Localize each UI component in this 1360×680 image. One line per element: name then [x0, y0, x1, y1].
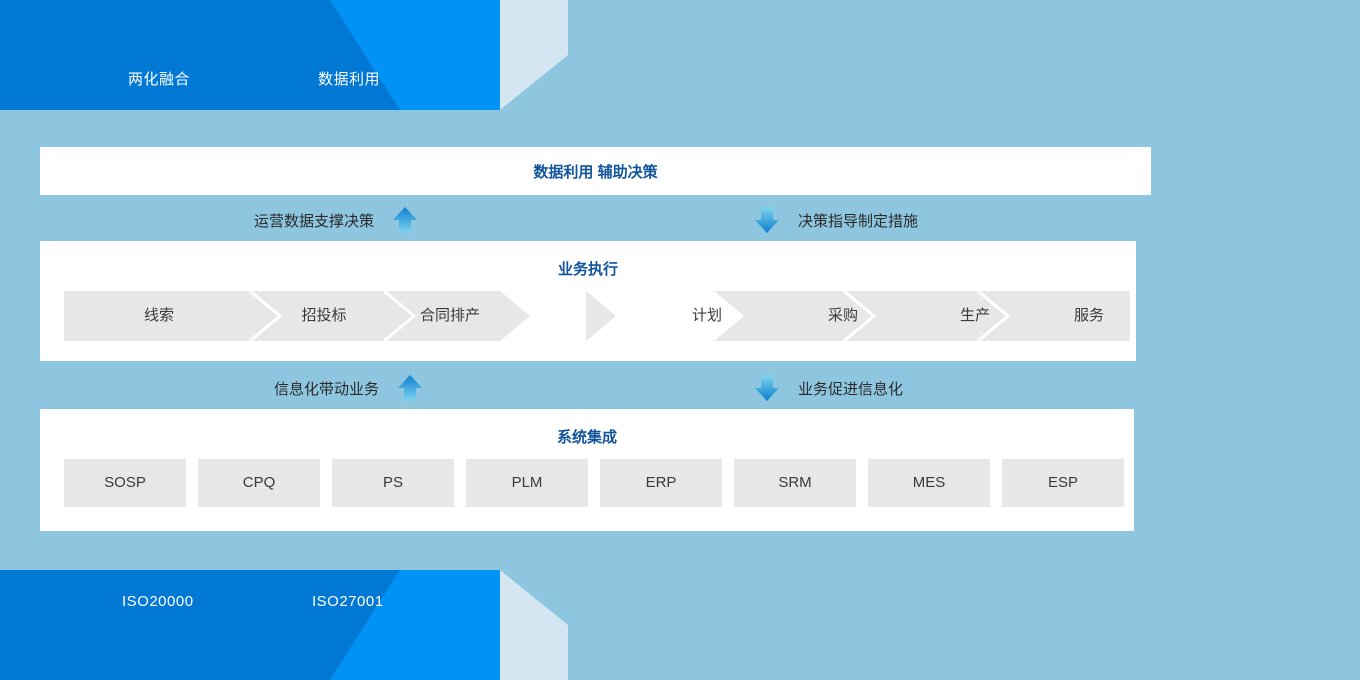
- business-right-process: 计划 采购 生产 服务: [586, 291, 1130, 341]
- business-left-step-2[interactable]: 合同排产: [419, 307, 480, 324]
- business-right-step-0[interactable]: 计划: [691, 307, 722, 324]
- arrow-down-icon: [755, 375, 779, 401]
- business-left-step-1[interactable]: 招投标: [301, 307, 347, 324]
- process-separator: [383, 291, 417, 341]
- connector-right-down-2: 业务促进信息化: [750, 365, 903, 411]
- process-lead-tip: [586, 291, 616, 341]
- system-box-ps[interactable]: PS: [332, 459, 454, 507]
- system-box-erp[interactable]: ERP: [600, 459, 722, 507]
- bottom-banner-label-0: ISO20000: [122, 593, 194, 610]
- bottom-banner-shape-1: [0, 570, 400, 680]
- business-right-step-3[interactable]: 服务: [1073, 307, 1104, 324]
- business-right-step-2[interactable]: 生产: [959, 307, 990, 324]
- process-separator: [843, 291, 877, 341]
- business-panel-title: 业务执行: [557, 261, 618, 278]
- business-left-process: 线索 招投标 合同排产: [64, 291, 530, 341]
- connector-right-down: 决策指导制定措施: [750, 197, 918, 243]
- process-band-right: [714, 291, 1130, 341]
- system-box-plm[interactable]: PLM: [466, 459, 588, 507]
- system-box-cpq[interactable]: CPQ: [198, 459, 320, 507]
- bottom-banner: ISO20000 ISO27001: [0, 566, 1360, 680]
- decision-panel-title: 数据利用 辅助决策: [533, 164, 658, 181]
- system-box-sosp[interactable]: SOSP: [64, 459, 186, 507]
- business-panel: 业务执行 线索 招投标 合同排产: [40, 241, 1136, 361]
- arrow-down-icon: [755, 207, 779, 233]
- top-banner-shape-1: [0, 0, 400, 110]
- connector-left-up-2-label: 信息化带动业务: [274, 380, 380, 398]
- process-separator: [249, 291, 283, 341]
- system-box-esp[interactable]: ESP: [1002, 459, 1124, 507]
- systems-panel: 系统集成 SOSP CPQ PS PLM ERP SRM MES ESP: [40, 409, 1134, 531]
- arrow-up-icon: [398, 375, 423, 401]
- process-band-left: [64, 291, 530, 341]
- top-banner-label-1: 数据利用: [318, 71, 381, 88]
- business-left-step-0[interactable]: 线索: [143, 307, 174, 324]
- process-separator: [977, 291, 1011, 341]
- connector-right-down-label: 决策指导制定措施: [798, 212, 919, 230]
- connector-row-decision-business: 运营数据支撑决策: [0, 197, 1360, 243]
- connector-left-up: 运营数据支撑决策: [254, 197, 422, 243]
- systems-panel-title: 系统集成: [556, 429, 617, 446]
- connector-row-business-systems: 信息化带动业务: [0, 365, 1360, 411]
- business-right-step-1[interactable]: 采购: [827, 307, 858, 324]
- connector-left-up-label: 运营数据支撑决策: [254, 212, 375, 230]
- system-box-srm[interactable]: SRM: [734, 459, 856, 507]
- connector-right-down-2-label: 业务促进信息化: [798, 380, 904, 398]
- connector-left-up-2: 信息化带动业务: [274, 365, 427, 411]
- top-banner: 两化融合 数据利用: [0, 0, 1360, 112]
- system-box-mes[interactable]: MES: [868, 459, 990, 507]
- arrow-up-icon: [393, 207, 418, 233]
- decision-panel: 数据利用 辅助决策: [40, 147, 1151, 195]
- top-banner-label-0: 两化融合: [128, 71, 191, 88]
- bottom-banner-label-1: ISO27001: [312, 593, 384, 610]
- process-separator: [714, 291, 744, 341]
